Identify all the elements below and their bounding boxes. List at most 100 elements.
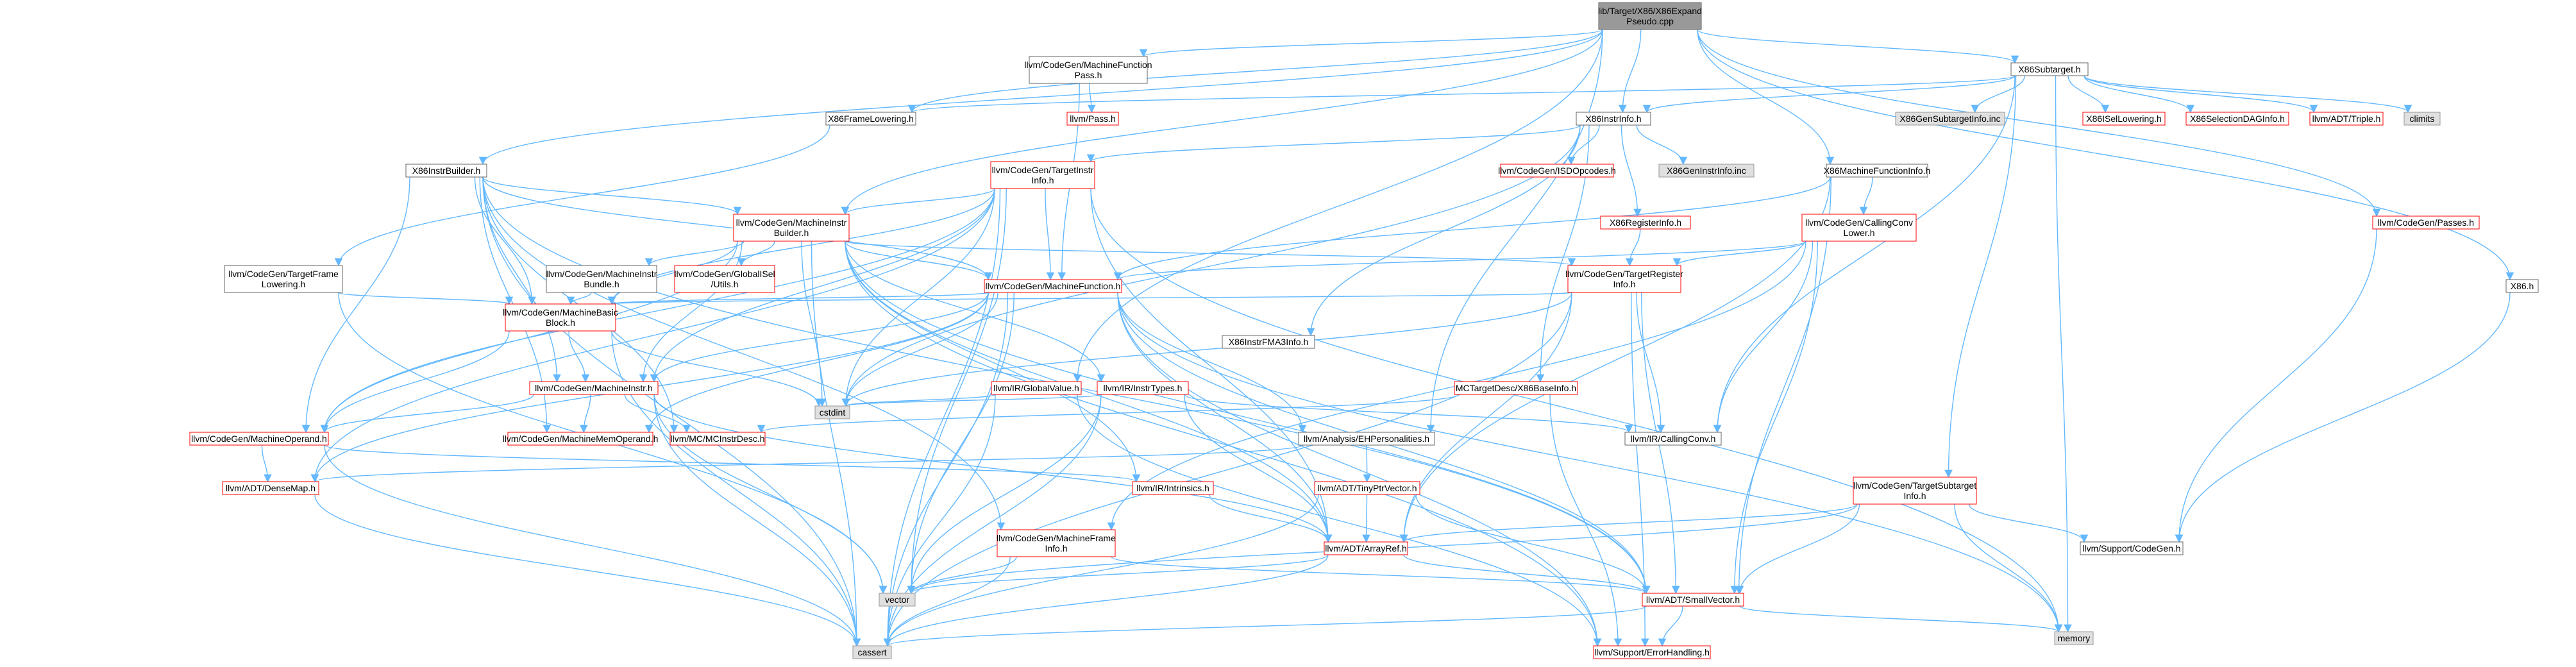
node-x86mfi[interactable]: X86MachineFunctionInfo.h [1824, 164, 1931, 178]
node-globalisel[interactable]: llvm/CodeGen/GlobalISel/Utils.h [674, 265, 775, 293]
node-supportcodegen[interactable]: llvm/Support/CodeGen.h [2080, 541, 2184, 555]
node-x86framelowering[interactable]: X86FrameLowering.h [825, 112, 916, 126]
node-globalvalue[interactable]: llvm/IR/GlobalValue.h [991, 381, 1082, 395]
edge-x86subtarget-to-x86framelowering [908, 75, 2016, 114]
edge-instrtypes-to-cstdint [842, 394, 1102, 407]
node-smallvector[interactable]: llvm/ADT/SmallVector.h [1642, 593, 1744, 607]
node-label: llvm/Support/CodeGen.h [2082, 543, 2180, 553]
node-mi[interactable]: llvm/CodeGen/MachineInstr.h [529, 381, 659, 395]
node-label: Bundle.h [584, 279, 619, 289]
edge-tii-to-arrayref [1090, 188, 1333, 543]
node-isdopcodes[interactable]: llvm/CodeGen/ISDOpcodes.h [1498, 164, 1616, 178]
node-arrayref[interactable]: llvm/ADT/ArrayRef.h [1324, 541, 1408, 555]
node-box [1624, 432, 1722, 446]
node-label: X86MachineFunctionInfo.h [1824, 165, 1931, 176]
node-pass[interactable]: llvm/Pass.h [1066, 112, 1119, 126]
edge-root-to-mfp [1140, 29, 1603, 58]
node-label: llvm/ADT/TinyPtrVector.h [1317, 483, 1417, 493]
node-x86h[interactable]: X86.h [2505, 279, 2539, 293]
node-mmo[interactable]: llvm/CodeGen/MachineMemOperand.h [503, 432, 659, 446]
node-intrinsics[interactable]: llvm/IR/Intrinsics.h [1132, 481, 1214, 495]
node-label: llvm/MC/MCInstrDesc.h [670, 434, 764, 444]
node-instrtypes[interactable]: llvm/IR/InstrTypes.h [1097, 381, 1189, 395]
node-box [505, 303, 616, 332]
edge-mib-to-errorhandling [845, 241, 1602, 647]
node-box [1801, 214, 1917, 242]
edge-tri-to-cassert [883, 292, 1572, 647]
edge-arrayref-to-cassert [883, 554, 1329, 647]
node-cstdint[interactable]: cstdint [814, 405, 850, 419]
node-box [1324, 541, 1408, 555]
node-x86seldaginfo[interactable]: X86SelectionDAGInfo.h [2185, 112, 2289, 126]
edge-tsi-to-memory [1954, 503, 2063, 633]
edge-x86subtarget-to-x86seldaginfo [2084, 75, 2194, 114]
node-vector[interactable]: vector [879, 593, 916, 607]
edge-mfinfo-to-smallvector [1111, 556, 1650, 595]
node-label: X86InstrInfo.h [1585, 114, 1641, 124]
node-triple[interactable]: llvm/ADT/Triple.h [2309, 112, 2384, 126]
edge-x86instrinfo-to-x86geninstrinfo [1636, 124, 1688, 165]
edge-instrtypes-to-cassert [883, 394, 1102, 647]
node-label: llvm/CodeGen/MachineInstr [736, 217, 847, 228]
node-x86fma3[interactable]: X86InstrFMA3Info.h [1222, 335, 1315, 349]
edge-ehpersonalities-to-densemap [311, 444, 1303, 483]
node-label: llvm/CodeGen/TargetInstr [992, 165, 1094, 175]
node-errorhandling[interactable]: llvm/Support/ErrorHandling.h [1593, 645, 1711, 659]
edge-passes-to-supportcodegen [2175, 228, 2377, 543]
edge-tri-to-cstdint [841, 292, 1572, 407]
node-ehpersonalities[interactable]: llvm/Analysis/EHPersonalities.h [1298, 432, 1435, 446]
node-label: cstdint [820, 407, 846, 418]
edge-mi-to-vector [653, 394, 888, 595]
edge-callingconvlower-to-tri [1672, 241, 1806, 267]
node-tinyptrvector[interactable]: llvm/ADT/TinyPtrVector.h [1314, 481, 1420, 495]
node-label: llvm/Analysis/EHPersonalities.h [1304, 434, 1429, 444]
node-label: llvm/CodeGen/MachineInstr [546, 269, 657, 279]
node-mf[interactable]: llvm/CodeGen/MachineFunction.h [984, 279, 1122, 293]
node-box [1454, 381, 1578, 395]
node-label: X86.h [2511, 281, 2534, 291]
node-callingconv[interactable]: llvm/IR/CallingConv.h [1624, 432, 1722, 446]
edge-x86mfi-to-callingconvlower [1859, 176, 1873, 215]
node-cassert[interactable]: cassert [852, 645, 892, 659]
edge-root-to-x86subtarget [1697, 29, 2019, 64]
edge-mib-to-globalisel [737, 241, 775, 267]
node-box [2185, 112, 2289, 126]
edge-mib-to-smallvector [845, 241, 1651, 595]
node-x86instrinfo[interactable]: X86InstrInfo.h [1576, 112, 1651, 126]
edge-tinyptrvector-to-cassert [883, 494, 1319, 647]
node-label: MCTargetDesc/X86BaseInfo.h [1456, 383, 1576, 393]
node-x86reginfo[interactable]: X86RegisterInfo.h [1600, 215, 1691, 230]
node-densemap[interactable]: llvm/ADT/DenseMap.h [222, 481, 319, 495]
node-passes[interactable]: llvm/CodeGen/Passes.h [2372, 215, 2480, 230]
node-label: llvm/IR/InstrTypes.h [1104, 383, 1183, 393]
node-label: llvm/ADT/ArrayRef.h [1325, 543, 1407, 553]
edge-mf-to-cstdint [841, 292, 998, 407]
edge-tii-to-memory [1090, 188, 2063, 633]
node-label: llvm/IR/Intrinsics.h [1136, 483, 1209, 493]
node-mo[interactable]: llvm/CodeGen/MachineOperand.h [189, 432, 329, 446]
node-x86gensubtargetinfo[interactable]: X86GenSubtargetInfo.inc [1895, 112, 2005, 126]
edge-globalvalue-to-errorhandling [1077, 394, 1602, 647]
node-x86baseinfo[interactable]: MCTargetDesc/X86BaseInfo.h [1454, 381, 1578, 395]
node-memory[interactable]: memory [2054, 631, 2094, 645]
node-box [1132, 481, 1214, 495]
node-x86subtarget[interactable]: X86Subtarget.h [2010, 62, 2089, 76]
edge-mib-to-tri [845, 241, 1576, 267]
node-x86isellowering[interactable]: X86ISelLowering.h [2082, 112, 2166, 126]
edge-mib-to-mi [639, 241, 743, 383]
node-x86instrbuilder[interactable]: X86InstrBuilder.h [405, 164, 487, 178]
node-climits[interactable]: climits [2403, 112, 2441, 126]
node-x86geninstrinfo[interactable]: X86GenInstrInfo.inc [1658, 164, 1755, 178]
node-mcinstrdesc[interactable]: llvm/MC/MCInstrDesc.h [669, 432, 766, 446]
